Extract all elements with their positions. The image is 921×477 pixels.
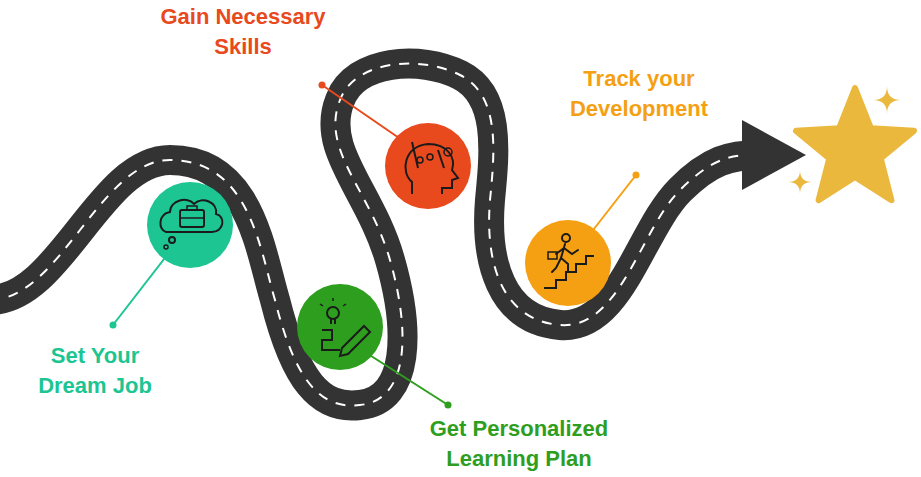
road: [0, 64, 760, 406]
leader-lines: [110, 82, 640, 409]
sparkle: [873, 86, 901, 114]
sparkle: [788, 170, 812, 194]
goal-star: [796, 88, 914, 200]
development-icon: [525, 220, 611, 306]
step-label: Gain Necessary Skills: [148, 2, 338, 62]
step-label: Set Your Dream Job: [20, 341, 170, 401]
step-label: Get Personalized Learning Plan: [404, 414, 634, 474]
skills-icon: [385, 123, 471, 209]
step-label: Track your Development: [539, 64, 739, 124]
learning-plan-icon: [297, 284, 383, 370]
road-center-line: [0, 64, 750, 406]
dream-job-icon: [147, 182, 233, 268]
